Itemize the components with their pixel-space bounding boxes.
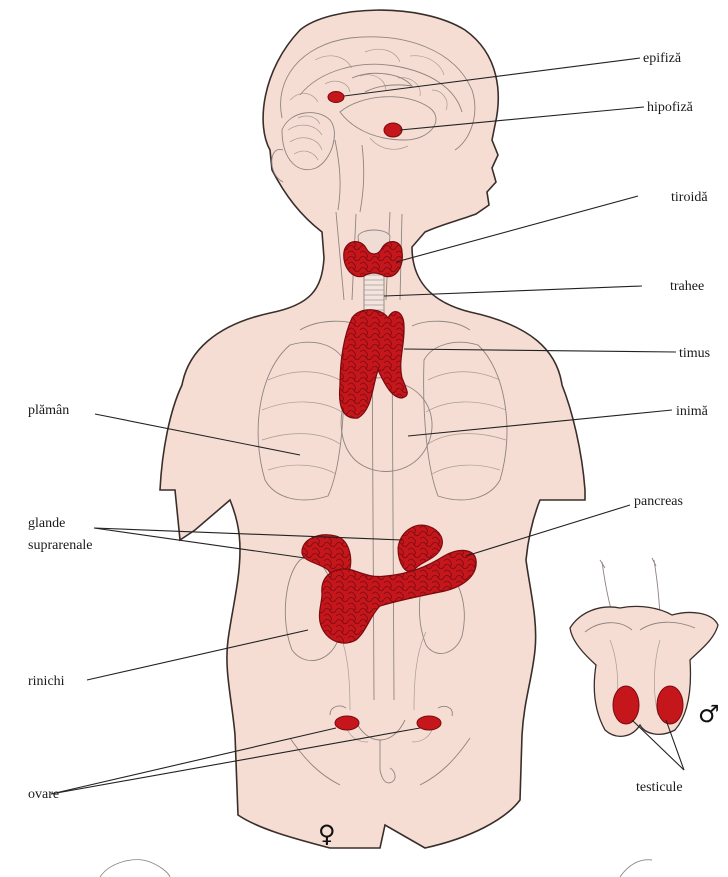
label-pancreas: pancreas [634, 494, 683, 509]
label-glande: glande [28, 516, 65, 531]
sketch-fragment-left [99, 859, 171, 877]
thymus-gland [338, 309, 408, 419]
male-symbol: ♂ [698, 700, 720, 728]
ovary-right [416, 715, 442, 731]
sketch-fragment-right [619, 859, 653, 877]
leader-lines [50, 57, 685, 795]
label-trahee: trahee [670, 279, 704, 294]
thyroid-gland [343, 241, 403, 278]
label-rinichi: rinichi [28, 674, 65, 689]
brain [280, 36, 476, 213]
heart [340, 377, 433, 472]
ovary-left [334, 715, 360, 731]
labels: epifiză hipofiză tiroidă trahee timus in… [28, 51, 720, 848]
ear [271, 149, 284, 183]
neck-structures [335, 211, 403, 315]
pelvis [289, 705, 471, 786]
trachea [363, 269, 385, 315]
label-hipofiza: hipofiză [647, 100, 694, 115]
label-epifiza: epifiză [643, 51, 682, 66]
adrenal-gland-right [397, 524, 443, 572]
male-inset [569, 557, 719, 737]
label-suprarenale: suprarenale [28, 538, 93, 553]
label-ovare: ovare [28, 787, 59, 802]
pineal-gland [327, 91, 345, 103]
female-symbol: ♀ [318, 820, 336, 848]
label-inima: inimă [676, 404, 709, 419]
abdomen [284, 524, 477, 711]
testicle-left [612, 685, 640, 725]
label-tiroida: tiroidă [671, 190, 708, 205]
testicle-right [656, 685, 684, 725]
pancreas-gland [318, 549, 477, 644]
label-timus: timus [679, 346, 710, 361]
label-plaman: plămân [28, 403, 69, 418]
pituitary-gland [383, 122, 403, 138]
label-testicule: testicule [636, 780, 683, 795]
